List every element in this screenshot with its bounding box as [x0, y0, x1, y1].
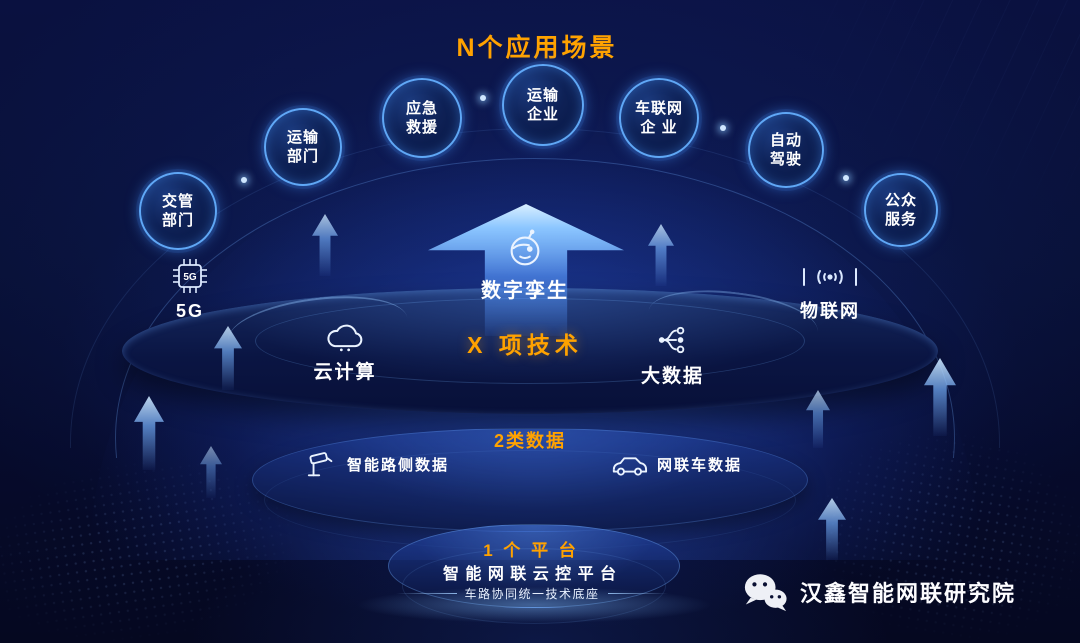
node-label-line: 公众: [884, 191, 917, 209]
iot-antenna-icon: [803, 268, 857, 286]
node-label-line: 运输: [286, 128, 319, 146]
node-label-line: 部门: [161, 212, 194, 229]
node-label-line: 驾驶: [769, 151, 802, 168]
glow-dot: [720, 125, 726, 131]
platform-layer-disc-lower: [402, 548, 666, 624]
vehicle-data-label: 网联车数据: [657, 456, 743, 474]
brand-name: 汉鑫智能网联研究院: [800, 581, 1017, 606]
node-label-line: 企 业: [640, 119, 678, 136]
cloud-computing-tech: 云计算: [290, 322, 400, 384]
platform-layer-heading: 1 个 平 台: [483, 541, 579, 560]
node-label-line: 救援: [405, 119, 438, 136]
node-label-line: 服务: [884, 211, 917, 228]
vehicle-data-item: 网联车数据: [610, 448, 742, 480]
data-flow-icon: [658, 326, 684, 354]
wechat-icon: [744, 574, 787, 612]
dome-arc-inner: [115, 158, 955, 458]
platform-subtitle: 车路协同统一技术底座: [464, 587, 600, 601]
big-data-tech: 大数据: [615, 324, 730, 388]
five-g-tech: 5G 5G: [158, 256, 222, 322]
car-icon: [612, 457, 648, 476]
divider-line: [607, 593, 669, 594]
robot-head-icon: [510, 229, 540, 266]
digital-twin-label: 数字孪生: [481, 280, 569, 302]
scenario-node-public-service: 公众 服务: [864, 173, 938, 247]
node-label-line: 企业: [526, 106, 559, 123]
scenario-node-transport-enterprise: 运输 企业: [502, 64, 584, 146]
5g-chip-icon: 5G: [173, 259, 207, 293]
glow-dot: [241, 177, 247, 183]
scenario-node-traffic-management: 交管 部门: [139, 172, 217, 250]
node-label-line: 车联网: [634, 99, 683, 117]
scenario-node-iov-enterprise: 车联网 企 业: [619, 78, 699, 158]
node-label-line: 应急: [405, 99, 438, 117]
data-layer-heading: 2类数据: [493, 431, 566, 451]
cloud-icon: [327, 324, 363, 352]
node-label-line: 运输: [526, 86, 559, 104]
cctv-camera-icon: [307, 452, 333, 477]
page-title: N个应用场景: [456, 34, 618, 62]
scenario-node-emergency-rescue: 应急 救援: [382, 78, 462, 158]
tech-layer-heading: X 项技术: [467, 332, 583, 358]
five-g-label: 5G: [175, 301, 204, 321]
glow-dot: [843, 175, 849, 181]
node-label-line: 自动: [769, 131, 802, 149]
digital-twin-tech: 数字孪生: [425, 228, 625, 303]
scenario-node-autonomous-driving: 自动 驾驶: [748, 112, 824, 188]
platform-subtitle-row: 车路协同统一技术底座: [396, 585, 669, 602]
scenario-node-transport-department: 运输 部门: [264, 108, 342, 186]
brand-footer: 汉鑫智能网联研究院: [742, 570, 1016, 614]
divider-line: [396, 593, 457, 594]
line-texture-top-right: [780, 0, 1080, 210]
node-label-line: 部门: [286, 148, 319, 165]
platform-name: 智 能 网 联 云 控 平 台: [442, 566, 618, 583]
glow-dot: [480, 95, 486, 101]
cloud-computing-label: 云计算: [313, 362, 377, 383]
roadside-data-item: 智能路侧数据: [306, 448, 449, 480]
platform-glow: [350, 586, 718, 624]
iot-tech: 物联网: [770, 262, 890, 323]
roadside-data-label: 智能路侧数据: [347, 456, 450, 474]
node-label-line: 交管: [161, 192, 194, 210]
iot-label: 物联网: [800, 301, 860, 321]
chip-label: 5G: [183, 272, 197, 283]
big-data-label: 大数据: [640, 366, 704, 387]
